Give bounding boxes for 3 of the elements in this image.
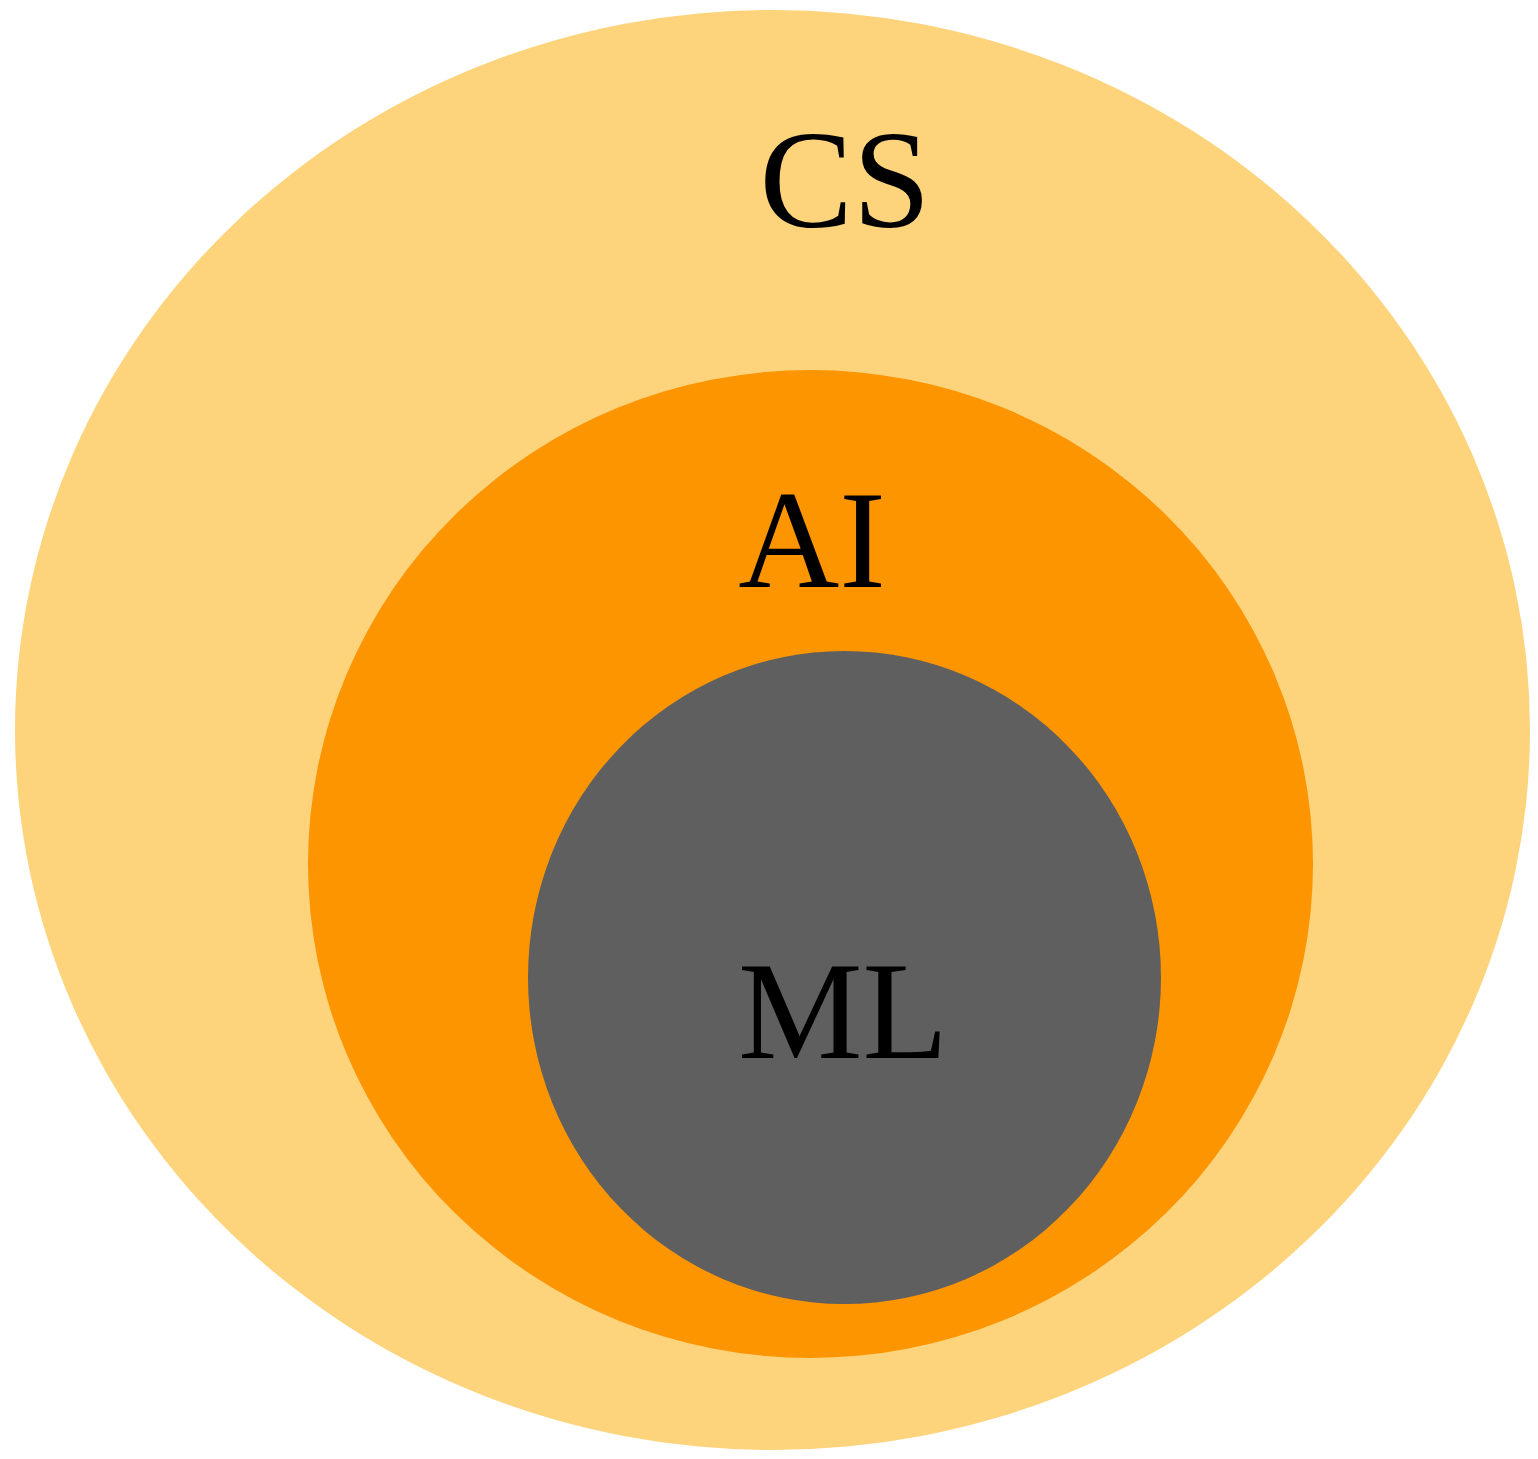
set-label: ML — [738, 941, 948, 1081]
set-label: CS — [759, 110, 931, 250]
set-label: AI — [738, 470, 886, 610]
